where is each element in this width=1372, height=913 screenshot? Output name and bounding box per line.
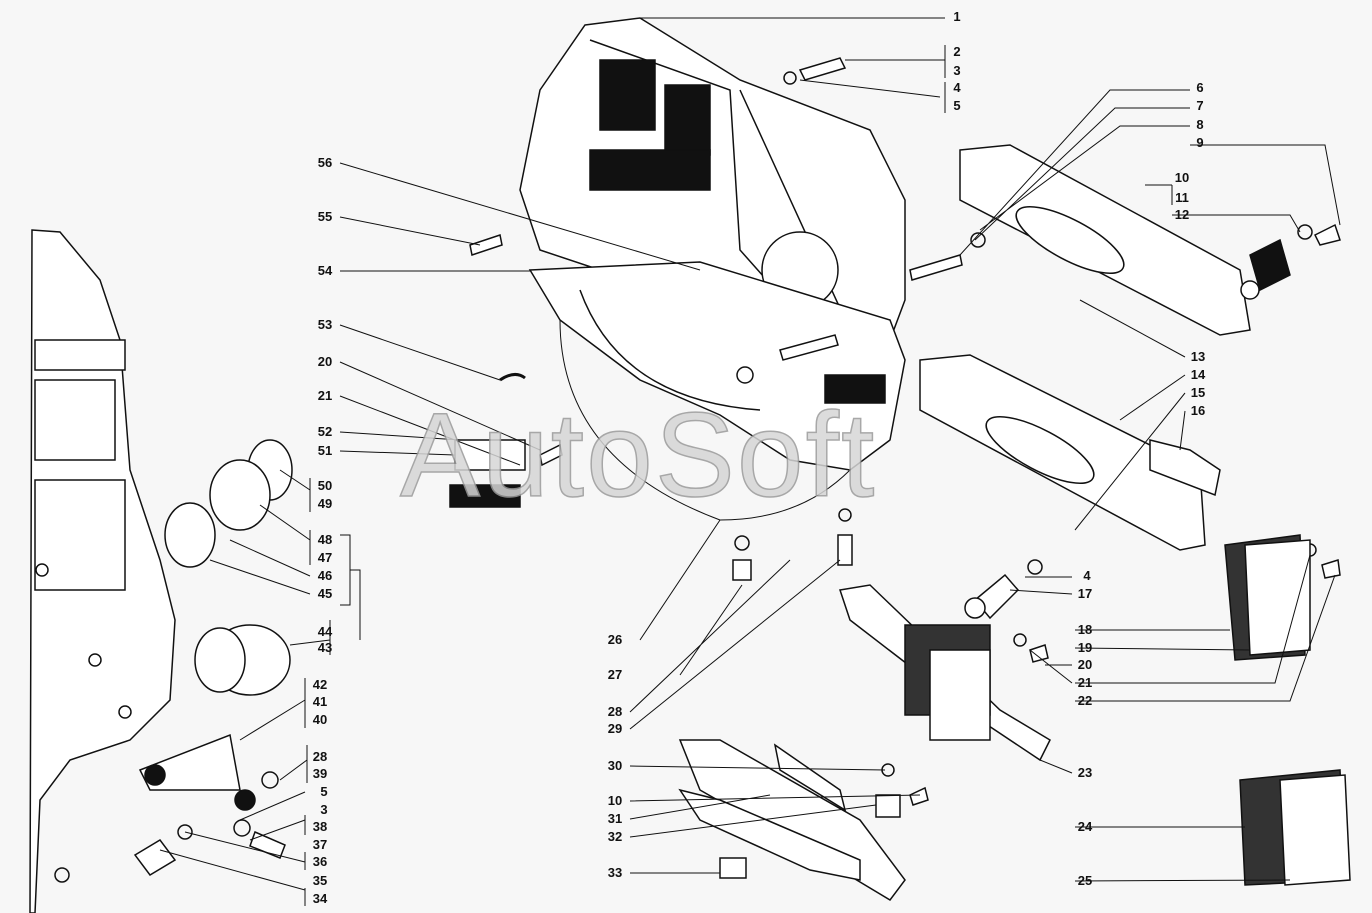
callout-number: 3 [320, 802, 328, 817]
callout-number: 20 [317, 354, 333, 369]
callout-number: 11 [1175, 190, 1189, 205]
callout-number: 13 [1190, 349, 1206, 364]
callout-number: 18 [1077, 622, 1093, 637]
callout-number: 10 [1174, 170, 1190, 185]
callout-number: 9 [1196, 135, 1204, 150]
callout-number: 48 [317, 532, 333, 547]
clutch-housing [519, 17, 906, 521]
leader-lines [159, 17, 1341, 906]
callout-number: 17 [1077, 586, 1093, 601]
callout-number: 39 [312, 766, 328, 781]
callout-number: 34 [312, 891, 328, 906]
callout-number: 51 [317, 443, 333, 458]
callout-number: 8 [1196, 117, 1204, 132]
callout-number: 41 [312, 694, 328, 709]
callout-number: 4 [1083, 568, 1091, 583]
callout-number: 7 [1196, 98, 1204, 113]
callout-number: 14 [1190, 367, 1206, 382]
callout-number: 22 [1077, 693, 1093, 708]
callout-number: 23 [1077, 765, 1093, 780]
callout-number: 5 [320, 784, 328, 799]
callout-number: 28 [312, 749, 328, 764]
callout-number: 47 [317, 550, 333, 565]
callout-number: 31 [607, 811, 623, 826]
callout-number: 36 [312, 854, 328, 869]
callout-number: 33 [607, 865, 623, 880]
callout-number: 53 [317, 317, 333, 332]
engine-block [29, 229, 176, 913]
callout-number: 42 [312, 677, 328, 692]
callout-number: 26 [607, 632, 623, 647]
callout-number: 25 [1077, 873, 1093, 888]
callout-number: 19 [1077, 640, 1093, 655]
callout-number: 30 [607, 758, 623, 773]
release-bearings [138, 439, 293, 811]
callout-number: 4 [953, 80, 961, 95]
callout-number: 37 [312, 837, 328, 852]
release-lever-plates [919, 144, 1251, 551]
callout-number: 27 [607, 667, 623, 682]
callout-number: 24 [1077, 819, 1093, 834]
callout-number: 20 [1077, 657, 1093, 672]
callout-number: 16 [1190, 403, 1206, 418]
callout-number: 44 [317, 624, 333, 639]
callout-number: 6 [1196, 80, 1204, 95]
callout-number: 40 [312, 712, 328, 727]
callout-number: 52 [317, 424, 333, 439]
callout-number: 1 [953, 9, 961, 24]
callout-number: 12 [1174, 207, 1190, 222]
callout-number: 38 [312, 819, 328, 834]
callout-number: 46 [317, 568, 333, 583]
clutch-forks [678, 534, 1351, 901]
callout-number: 3 [953, 63, 961, 78]
callout-number: 54 [317, 263, 333, 278]
callout-number: 35 [312, 873, 328, 888]
callout-number: 28 [607, 704, 623, 719]
callout-number: 55 [317, 209, 333, 224]
callout-number: 49 [317, 496, 333, 511]
callout-number: 56 [317, 155, 333, 170]
callout-number: 43 [317, 640, 333, 655]
callout-number: 10 [607, 793, 623, 808]
callout-number: 15 [1190, 385, 1206, 400]
callout-number: 29 [607, 721, 623, 736]
callout-number: 21 [317, 388, 333, 403]
callout-number: 5 [953, 98, 961, 113]
callout-number: 21 [1077, 675, 1093, 690]
callout-number: 45 [317, 586, 333, 601]
callout-number: 2 [953, 44, 961, 59]
callout-number: 50 [317, 478, 333, 493]
callout-number: 32 [607, 829, 623, 844]
